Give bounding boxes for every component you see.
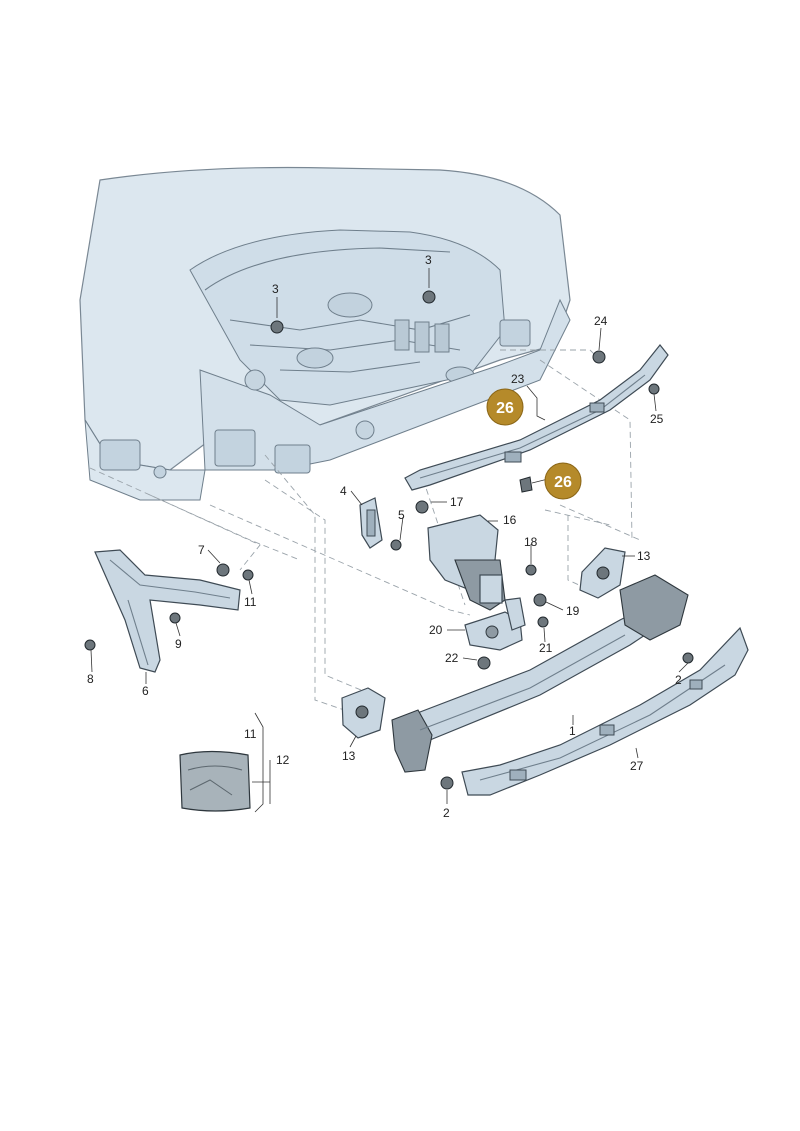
part-20-lower-mount xyxy=(464,597,526,651)
label-part-6: 6 xyxy=(142,684,149,698)
label-part-23: 23 xyxy=(511,372,525,386)
label-part-19: 19 xyxy=(566,604,580,618)
label-part-12: 12 xyxy=(276,753,290,767)
part-4-bracket xyxy=(359,497,383,549)
badge-26-upper-text: 26 xyxy=(496,400,514,417)
label-part-1: 1 xyxy=(569,724,576,738)
label-part-18: 18 xyxy=(524,535,538,549)
label-part-8: 8 xyxy=(87,672,94,686)
part-13-gasket-right xyxy=(579,547,626,599)
badge-26-lower-text: 26 xyxy=(554,474,572,491)
label-part-9: 9 xyxy=(175,637,182,651)
part-23-upper-absorber xyxy=(404,344,669,491)
part-1-bumper-beam xyxy=(391,574,689,773)
badge-26-upper[interactable]: 26 xyxy=(486,388,524,426)
label-part-13-left: 13 xyxy=(342,749,356,763)
fasteners xyxy=(84,290,694,790)
label-part-21: 21 xyxy=(539,641,553,655)
label-part-22: 22 xyxy=(445,651,459,665)
label-part-16: 16 xyxy=(503,513,517,527)
label-part-17: 17 xyxy=(450,495,464,509)
part-6-side-guide xyxy=(94,549,241,673)
label-part-20: 20 xyxy=(429,623,443,637)
label-part-5: 5 xyxy=(398,508,405,522)
badge-26-lower[interactable]: 26 xyxy=(544,462,582,500)
label-part-24: 24 xyxy=(594,314,608,328)
label-part-27: 27 xyxy=(630,759,644,773)
label-part-4: 4 xyxy=(340,484,347,498)
label-part-25: 25 xyxy=(650,412,664,426)
label-part-11-lower: 11 xyxy=(244,727,257,741)
part-16-center-bracket xyxy=(427,514,506,611)
label-part-11-upper: 11 xyxy=(244,595,257,609)
vehicle-rear-body xyxy=(79,166,571,501)
part-labels: 3 3 24 25 23 4 5 17 16 7 11 9 8 6 18 19 … xyxy=(87,253,682,820)
label-part-3-left: 3 xyxy=(272,282,279,296)
part-27-lower-absorber xyxy=(461,626,749,796)
label-part-3-right: 3 xyxy=(425,253,432,267)
part-13-gasket-left xyxy=(341,687,386,739)
label-part-7: 7 xyxy=(198,543,205,557)
assembly-guide-lines xyxy=(89,349,641,713)
label-part-13-right: 13 xyxy=(637,549,651,563)
label-part-2-right: 2 xyxy=(675,673,682,687)
label-part-2-left: 2 xyxy=(443,806,450,820)
part-12-kit-bag xyxy=(179,750,251,812)
